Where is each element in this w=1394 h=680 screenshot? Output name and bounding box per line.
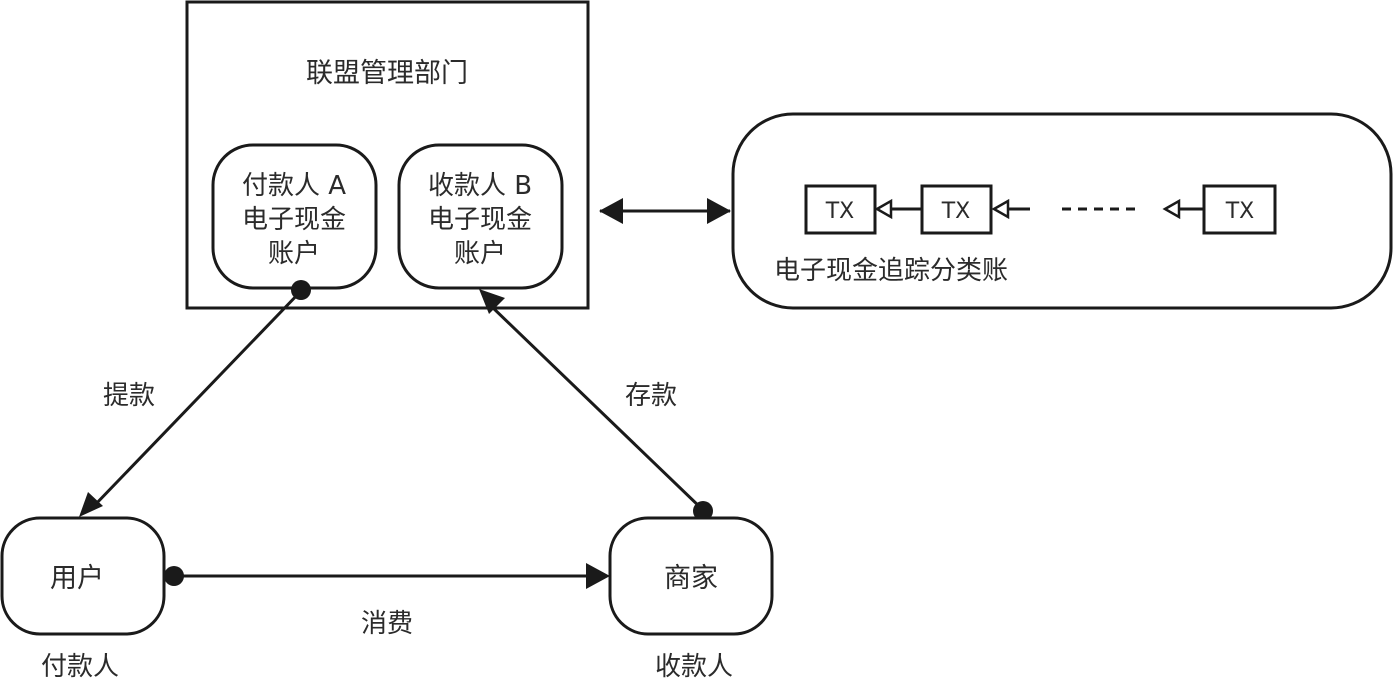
tx-block[interactable]: TX xyxy=(920,184,993,235)
user-node[interactable]: 用户 xyxy=(0,516,166,636)
merchant-node[interactable]: 商家 xyxy=(608,516,774,636)
arrowhead-icon xyxy=(479,289,505,314)
user-role-label: 付款人 xyxy=(41,652,119,680)
hollow-arrowhead-icon xyxy=(1162,198,1181,220)
chain-link-arrow xyxy=(1162,198,1203,220)
payee-account-node[interactable]: 收款人 B 电子现金 账户 xyxy=(397,143,564,290)
user-label: 用户 xyxy=(50,563,104,594)
payer-account-line2: 电子现金 xyxy=(242,205,346,235)
payee-account-line1: 收款人 B xyxy=(428,171,532,201)
source-dot-icon xyxy=(164,566,184,586)
withdraw-arrow xyxy=(79,280,311,517)
arrowhead-left-icon xyxy=(599,198,623,224)
tx-block[interactable]: TX xyxy=(1202,184,1277,235)
payee-account-line3: 账户 xyxy=(454,239,506,269)
source-dot-icon xyxy=(693,501,713,521)
tx-label: TX xyxy=(1225,199,1255,224)
consume-label: 消费 xyxy=(361,609,413,639)
payer-account-line1: 付款人 A xyxy=(242,171,346,201)
alliance-management-box: 联盟管理部门 xyxy=(185,0,590,310)
ledger-label: 电子现金追踪分类账 xyxy=(774,256,1008,286)
merchant-label: 商家 xyxy=(664,563,718,594)
arrowhead-icon xyxy=(586,563,610,589)
merchant-role-label: 收款人 xyxy=(655,652,733,680)
arrowhead-icon xyxy=(79,492,103,517)
tx-label: TX xyxy=(825,199,855,224)
sync-arrow xyxy=(599,198,731,224)
consume-arrow xyxy=(164,563,610,589)
withdraw-label: 提款 xyxy=(103,381,155,411)
hollow-arrowhead-icon xyxy=(874,198,893,220)
ledger-box: TX TX TX 电子现金追踪分类账 xyxy=(731,112,1393,310)
tx-block[interactable]: TX xyxy=(804,184,877,235)
source-dot-icon xyxy=(291,280,311,300)
payee-account-line2: 电子现金 xyxy=(428,205,532,235)
payer-account-line3: 账户 xyxy=(268,239,320,269)
tx-label: TX xyxy=(941,199,971,224)
chain-link-arrow xyxy=(874,198,921,220)
payer-account-node[interactable]: 付款人 A 电子现金 账户 xyxy=(211,143,378,290)
alliance-title: 联盟管理部门 xyxy=(306,58,468,89)
arrowhead-right-icon xyxy=(707,198,731,224)
deposit-label: 存款 xyxy=(625,381,677,411)
chain-link-arrow xyxy=(991,198,1030,220)
deposit-arrow xyxy=(479,289,713,521)
hollow-arrowhead-icon xyxy=(991,198,1010,220)
